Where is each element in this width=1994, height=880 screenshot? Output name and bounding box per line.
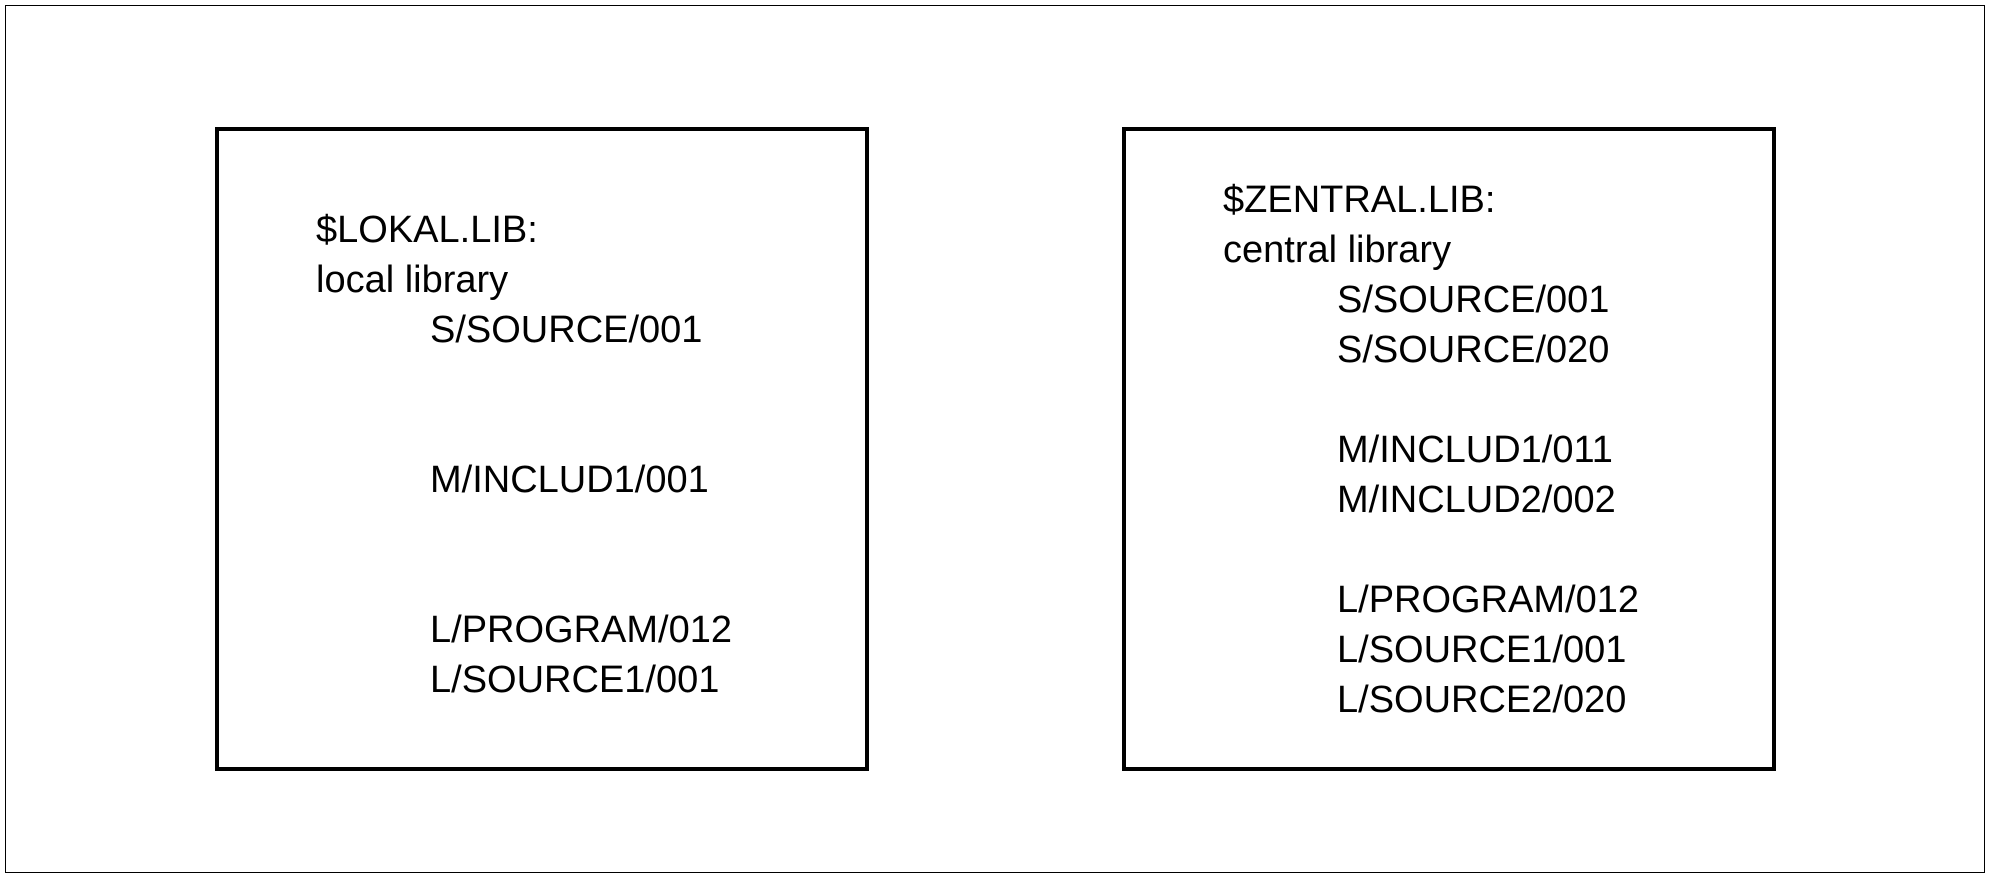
central-library-description: central library [1223,229,1452,271]
central-member-l-source1-001: L/SOURCE1/001 [1337,629,1627,671]
diagram-frame [5,5,1985,873]
local-member-l-source1-001: L/SOURCE1/001 [430,659,720,701]
local-member-l-program-012: L/PROGRAM/012 [430,609,732,651]
central-member-l-program-012: L/PROGRAM/012 [1337,579,1639,621]
local-library-box: $LOKAL.LIB: local library S/SOURCE/001 M… [215,127,869,771]
central-member-m-includ2-002: M/INCLUD2/002 [1337,479,1616,521]
local-member-s-source-001: S/SOURCE/001 [430,309,703,351]
central-library-box: $ZENTRAL.LIB: central library S/SOURCE/0… [1122,127,1776,771]
central-member-l-source2-020: L/SOURCE2/020 [1337,679,1627,721]
local-library-description: local library [316,259,509,301]
central-member-s-source-001: S/SOURCE/001 [1337,279,1610,321]
central-library-name: $ZENTRAL.LIB: [1223,179,1496,221]
local-library-name: $LOKAL.LIB: [316,209,538,251]
central-member-m-includ1-011: M/INCLUD1/011 [1337,429,1613,471]
local-member-m-includ1-001: M/INCLUD1/001 [430,459,709,501]
central-member-s-source-020: S/SOURCE/020 [1337,329,1610,371]
